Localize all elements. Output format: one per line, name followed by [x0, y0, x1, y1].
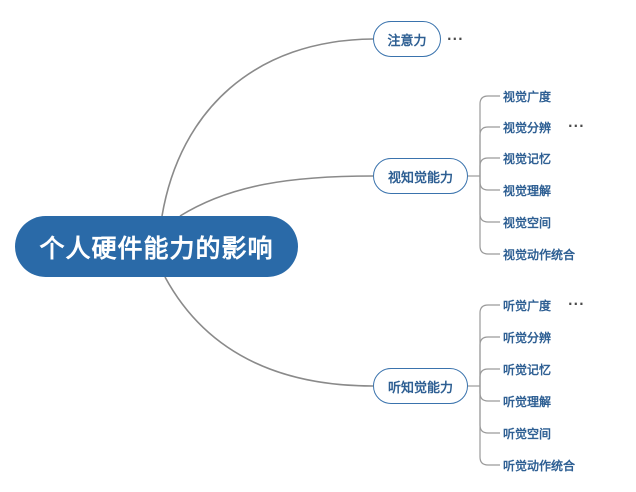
- connector-root-auditory: [164, 276, 374, 387]
- auditory-child-node[interactable]: 听觉广度: [503, 299, 552, 313]
- connector-root-visual: [179, 175, 374, 217]
- auditory-child-node[interactable]: 听觉理解: [503, 395, 552, 409]
- auditory-child-node[interactable]: 听觉记忆: [503, 363, 552, 377]
- auditory-child-more-indicator[interactable]: ···: [568, 297, 585, 311]
- branch-node-auditory[interactable]: 听知觉能力: [373, 368, 468, 404]
- visual-child-node[interactable]: 视觉分辨: [503, 121, 552, 135]
- auditory-child-node[interactable]: 听觉空间: [503, 427, 552, 441]
- visual-child-node[interactable]: 视觉动作统合: [503, 248, 576, 262]
- root-topic-node[interactable]: 个人硬件能力的影响: [15, 216, 298, 277]
- visual-child-node[interactable]: 视觉记忆: [503, 152, 552, 166]
- connector-root-attention: [161, 38, 374, 217]
- visual-sub-connectors: [468, 95, 500, 255]
- visual-child-node[interactable]: 视觉广度: [503, 90, 552, 104]
- auditory-child-node[interactable]: 听觉动作统合: [503, 459, 576, 473]
- attention-more-indicator[interactable]: ···: [447, 32, 464, 46]
- branch-node-attention[interactable]: 注意力: [373, 21, 441, 57]
- visual-child-node[interactable]: 视觉空间: [503, 216, 552, 230]
- branch-node-visual[interactable]: 视知觉能力: [373, 158, 468, 194]
- auditory-child-node[interactable]: 听觉分辨: [503, 331, 552, 345]
- visual-child-more-indicator[interactable]: ···: [568, 119, 585, 133]
- auditory-sub-connectors: [468, 304, 500, 466]
- visual-child-node[interactable]: 视觉理解: [503, 184, 552, 198]
